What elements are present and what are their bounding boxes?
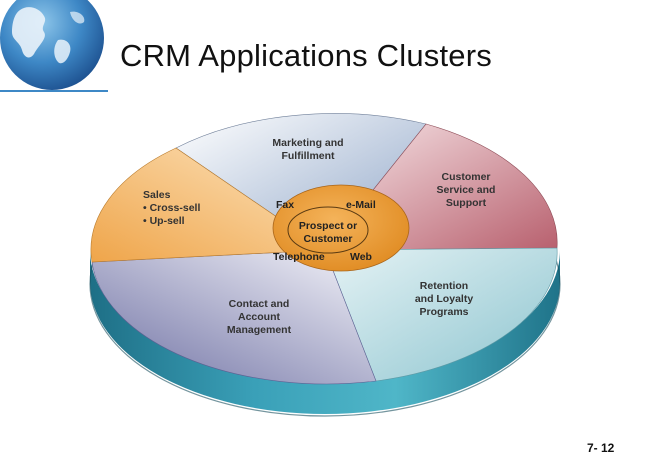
segment-retention-label-line3: Programs <box>419 306 468 318</box>
center-label-line2: Customer <box>303 233 352 245</box>
segment-marketing-label-line2: Fulfillment <box>281 150 335 162</box>
segment-retention <box>324 247 558 382</box>
channel-telephone: Telephone <box>273 251 325 263</box>
segment-contact-label-line1: Contact and <box>229 298 290 310</box>
channel-fax: Fax <box>276 199 294 211</box>
segment-retention-label-line1: Retention <box>420 280 468 292</box>
segment-sales <box>90 147 326 263</box>
segment-service-label-line3: Support <box>446 197 487 209</box>
segment-sales-label-line1: Sales <box>143 189 171 201</box>
center-inner-ring <box>287 206 369 254</box>
segment-contact <box>91 249 377 385</box>
slide-title: CRM Applications Clusters <box>120 38 492 73</box>
segment-service-label-line2: Service and <box>437 184 496 196</box>
segment-contact-label-line3: Management <box>227 324 292 336</box>
globe-icon <box>0 0 110 96</box>
segment-contact-label-line2: Account <box>238 311 281 323</box>
segment-sales-label-line3: • Up-sell <box>143 215 185 227</box>
segment-marketing-label-line1: Marketing and <box>272 137 343 149</box>
pie-rim <box>90 250 560 414</box>
segment-service-label-line1: Customer <box>441 171 490 183</box>
channel-web: Web <box>350 251 372 263</box>
segment-sales-label-line2: • Cross-sell <box>143 202 200 214</box>
channel-email: e-Mail <box>346 199 376 211</box>
segment-retention-label-line2: and Loyalty <box>415 293 474 305</box>
center-label-line1: Prospect or <box>299 220 357 232</box>
page-number: 7- 12 <box>587 441 615 455</box>
segment-marketing <box>175 113 427 251</box>
